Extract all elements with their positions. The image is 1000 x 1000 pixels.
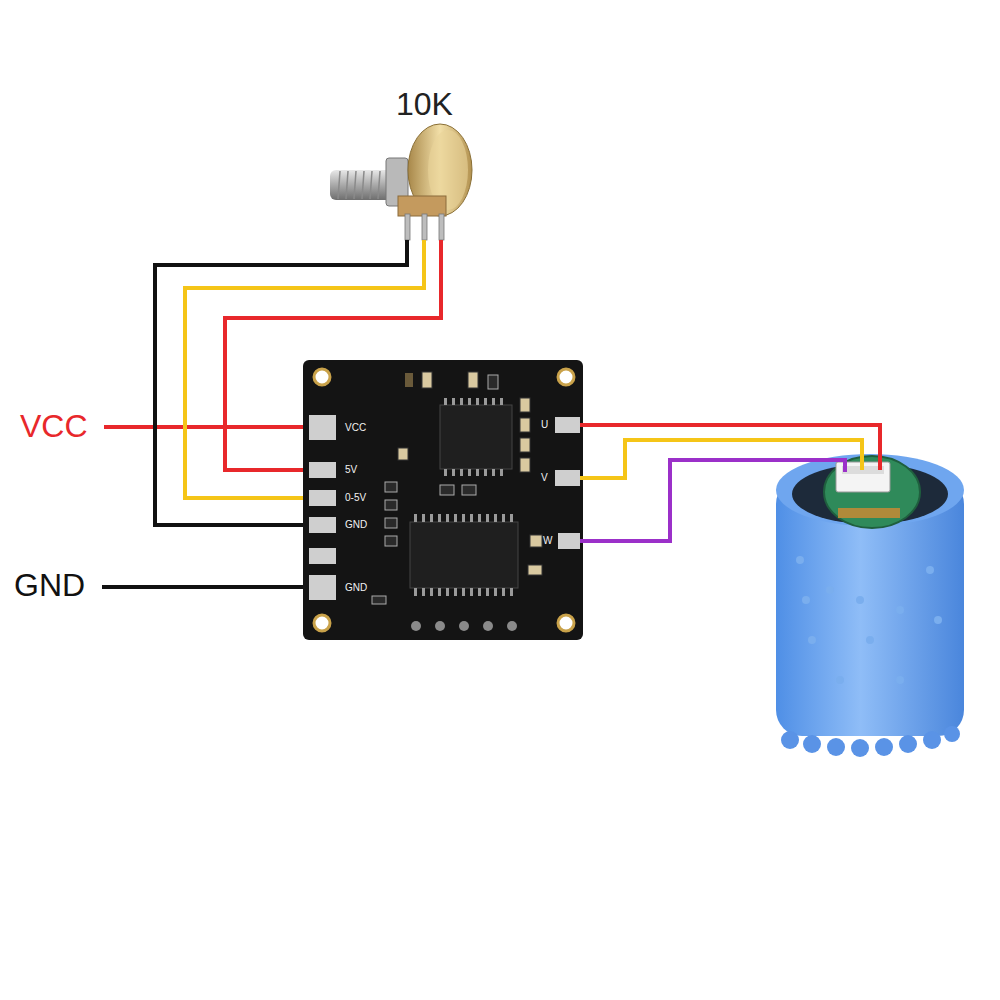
phase-w-wire: [580, 460, 845, 541]
power-label: GND: [14, 568, 85, 603]
power-label: VCC: [20, 409, 88, 444]
potentiometer: 10K: [330, 85, 470, 240]
smd-components: [372, 372, 542, 604]
rotor-ring: [838, 508, 900, 518]
motor-sleeve: [776, 478, 964, 736]
pot-pin: [405, 214, 410, 240]
vcc-wire: [104, 425, 309, 429]
sleeve-rim: [776, 454, 964, 526]
pin-label: GND: [345, 582, 367, 593]
signal-wire: [155, 240, 407, 525]
phase-label: W: [543, 535, 552, 546]
potentiometer-symbol: [330, 124, 472, 240]
ic-chip: [410, 514, 518, 596]
test-pads: [411, 621, 517, 631]
sleeve-dots: [796, 556, 942, 684]
mount-hole: [558, 369, 574, 385]
phase-label: V: [541, 472, 548, 483]
mount-hole: [558, 615, 574, 631]
mount-hole: [314, 369, 330, 385]
phase-label: U: [541, 419, 548, 430]
driver-board: VCC 5V 0-5V GND GND U V W: [303, 360, 583, 640]
ic-chip: [440, 398, 512, 476]
pot-pin-base: [398, 196, 446, 216]
pot-pin: [439, 214, 444, 240]
sensor-pcb: [824, 456, 920, 528]
sleeve-bumps: [781, 726, 960, 757]
pot-pin: [422, 214, 427, 240]
pin-label: 0-5V: [345, 492, 366, 503]
pin-label: VCC: [345, 422, 366, 433]
board-body: [303, 360, 583, 640]
bldc-motor: [776, 454, 964, 757]
pin-label: 5V: [345, 464, 357, 475]
mount-hole: [314, 615, 330, 631]
value-label: 10K: [396, 87, 453, 122]
pin-label: GND: [345, 519, 367, 530]
driver-board: [303, 360, 583, 640]
signal-wire: [185, 240, 424, 498]
signal-wire: [225, 240, 441, 470]
shaft-thread: [338, 171, 380, 199]
pot-shaft: [330, 170, 392, 200]
gnd-wire: [102, 585, 309, 589]
